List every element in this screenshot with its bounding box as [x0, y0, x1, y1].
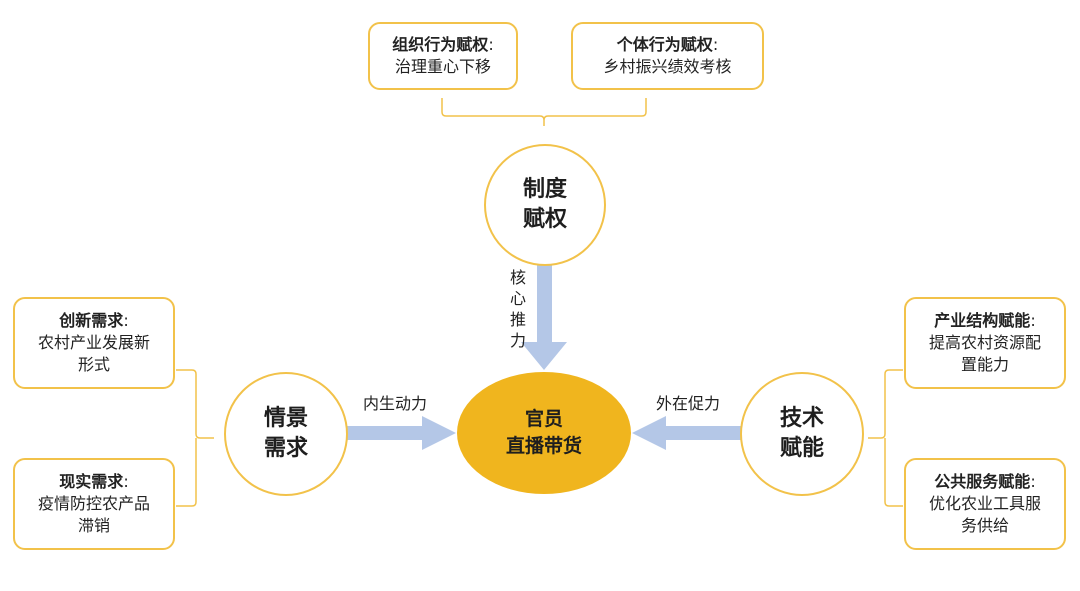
- circle-line-1: 技术: [779, 406, 824, 431]
- circle-line-1: 制度: [522, 177, 567, 202]
- circle-line-1: 情景: [263, 406, 308, 431]
- box-title: 创新需求: [59, 311, 124, 330]
- box-text-line-2: 滞销: [77, 516, 110, 535]
- box-text-line-1: 提高农村资源配: [928, 333, 1041, 352]
- box-text-line-1: 疫情防控农产品: [37, 494, 150, 513]
- box-text-line-2: 置能力: [960, 355, 1009, 374]
- top-arrow: [521, 264, 567, 370]
- center-line-1: 官员: [524, 408, 563, 430]
- top-bracket: [441, 98, 647, 126]
- top-left-box: 组织行为赋权: 治理重心下移: [368, 22, 518, 90]
- center-node: 官员直播带货: [457, 372, 631, 494]
- box-title: 组织行为赋权: [392, 35, 489, 54]
- top-circle: 制度赋权: [484, 144, 606, 266]
- box-sep: :: [123, 472, 129, 491]
- box-sep: :: [1030, 311, 1036, 330]
- box-title: 个体行为赋权: [616, 35, 713, 54]
- left-bottom-box: 现实需求: 疫情防控农产品 滞销: [13, 458, 175, 550]
- left-circle: 情景需求: [224, 372, 348, 496]
- left-arrow: [346, 416, 456, 450]
- box-sep: :: [123, 311, 129, 330]
- box-sep: :: [488, 35, 494, 54]
- box-title: 现实需求: [59, 472, 124, 491]
- top-right-box: 个体行为赋权: 乡村振兴绩效考核: [571, 22, 764, 90]
- right-bracket: [868, 369, 903, 507]
- box-text: 治理重心下移: [394, 57, 491, 76]
- box-title: 公共服务赋能: [934, 472, 1031, 491]
- right-top-box: 产业结构赋能: 提高农村资源配 置能力: [904, 297, 1066, 389]
- right-arrow: [632, 416, 742, 450]
- circle-line-2: 赋权: [522, 207, 567, 232]
- right-circle: 技术赋能: [740, 372, 864, 496]
- circle-line-2: 需求: [263, 436, 308, 461]
- left-bracket: [176, 369, 214, 507]
- top-arrow-label: 核 心 推 力: [508, 267, 528, 351]
- right-bottom-box: 公共服务赋能: 优化农业工具服 务供给: [904, 458, 1066, 550]
- label-char: 心: [509, 289, 526, 308]
- label-char: 核: [509, 268, 526, 287]
- label-char: 力: [509, 331, 526, 350]
- box-text-line-1: 优化农业工具服: [928, 494, 1041, 513]
- left-top-box: 创新需求: 农村产业发展新 形式: [13, 297, 175, 389]
- label-char: 推: [509, 310, 526, 329]
- box-sep: :: [712, 35, 719, 54]
- box-text: 乡村振兴绩效考核: [603, 57, 732, 76]
- box-text-line-1: 农村产业发展新: [37, 333, 150, 352]
- circle-line-2: 赋能: [779, 436, 824, 461]
- box-text-line-2: 形式: [77, 355, 110, 374]
- box-text-line-2: 务供给: [960, 516, 1009, 535]
- right-arrow-label: 外在促力: [656, 394, 721, 413]
- box-title: 产业结构赋能: [934, 311, 1031, 330]
- center-line-2: 直播带货: [505, 435, 582, 457]
- left-arrow-label: 内生动力: [363, 394, 428, 413]
- box-sep: :: [1030, 472, 1036, 491]
